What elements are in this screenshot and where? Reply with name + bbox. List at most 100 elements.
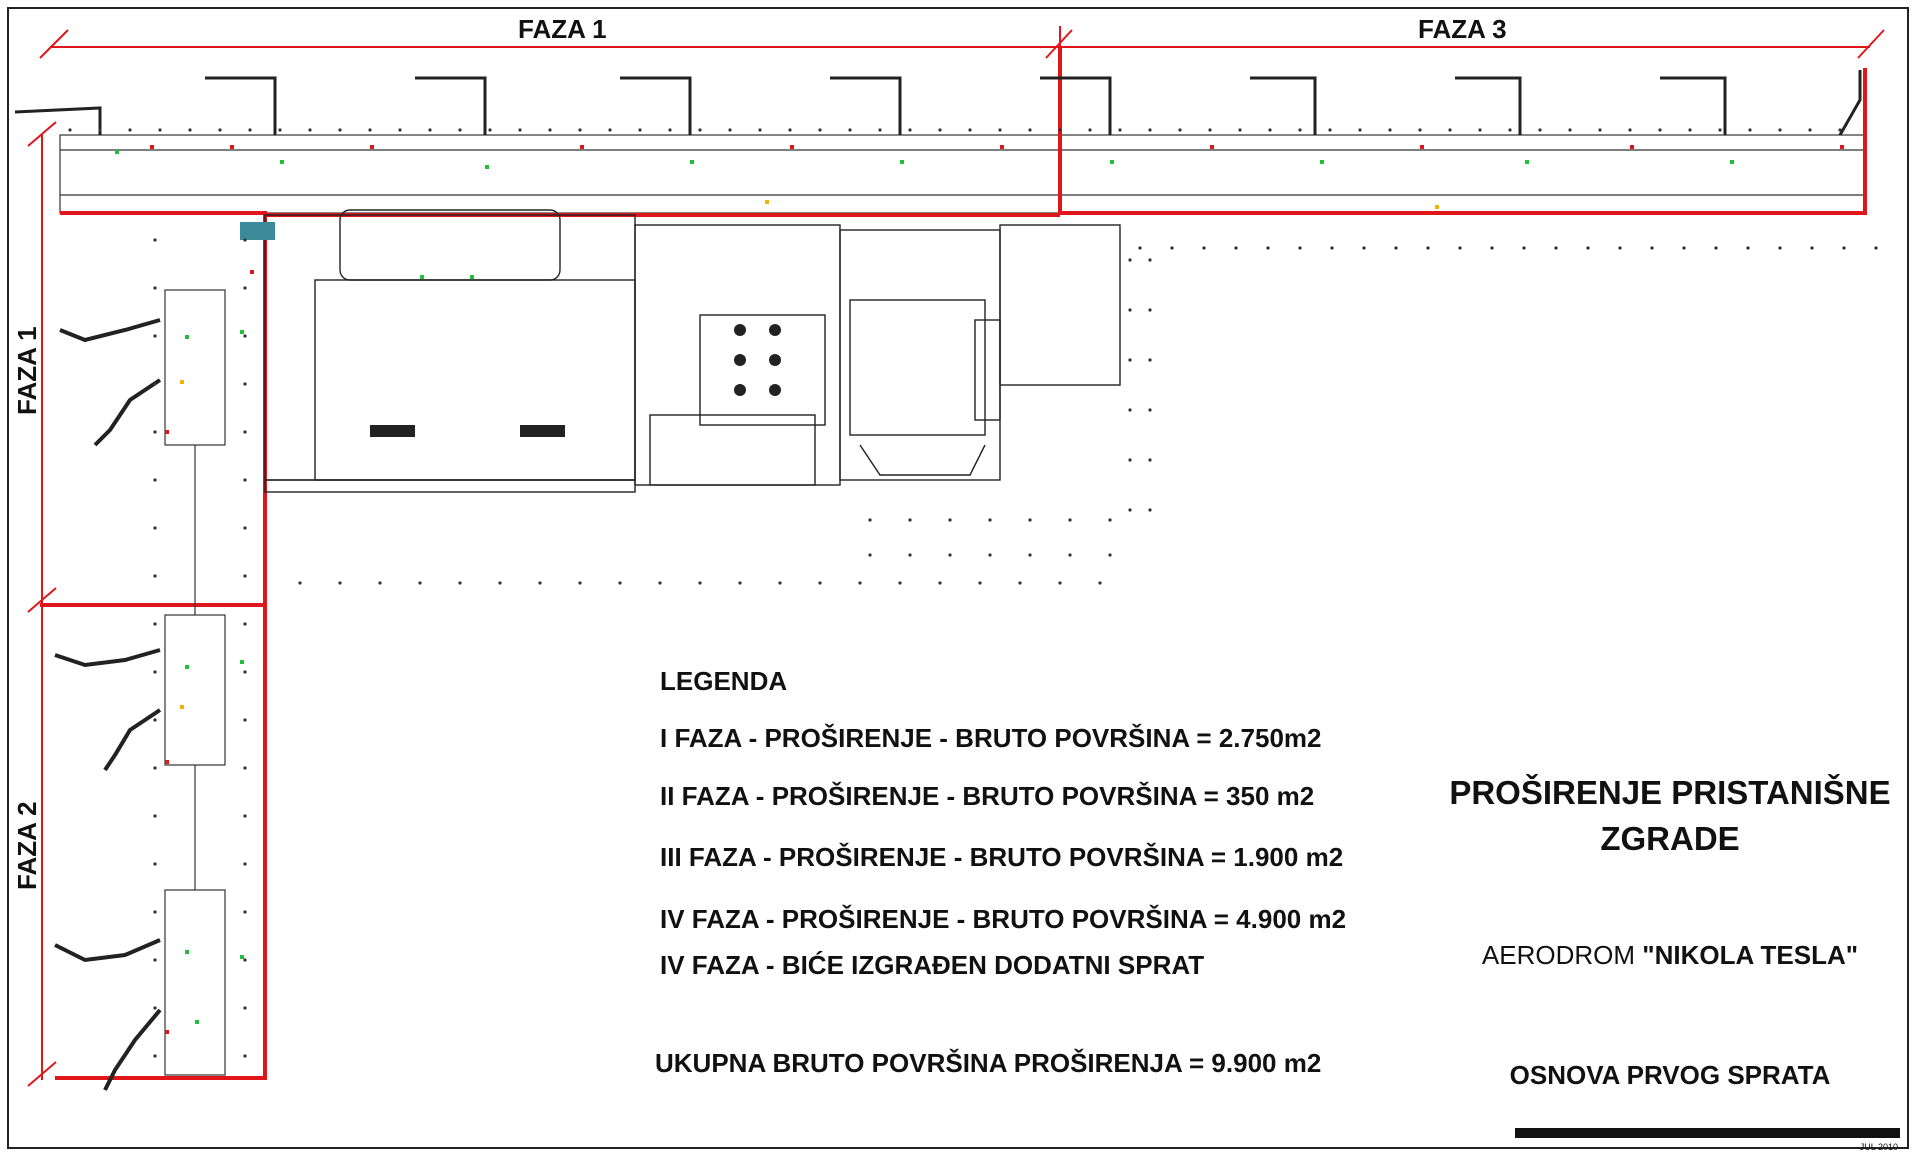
grid-dot xyxy=(153,622,157,626)
phase-label-top-left: FAZA 1 xyxy=(518,14,607,44)
grid-dot xyxy=(618,581,622,585)
legend-item: II FAZA - PROŠIRENJE - BRUTO POVRŠINA = … xyxy=(660,781,1315,811)
marker xyxy=(240,955,244,959)
grid-dot xyxy=(1778,128,1782,132)
grid-dot xyxy=(243,574,247,578)
grid-dot xyxy=(728,128,732,132)
grid-dot xyxy=(278,128,282,132)
drawing-title: PROŠIRENJE PRISTANIŠNE ZGRADE xyxy=(1440,770,1900,862)
grid-dot xyxy=(378,581,382,585)
grid-dot xyxy=(1202,246,1206,250)
grid-dot xyxy=(1810,246,1814,250)
marker xyxy=(1730,160,1734,164)
grid-dot xyxy=(998,128,1002,132)
grid-dot xyxy=(988,553,992,557)
column-grid xyxy=(68,128,1878,1058)
grid-dot xyxy=(638,128,642,132)
grid-dot xyxy=(398,128,402,132)
grid-dot xyxy=(1098,581,1102,585)
grid-dot xyxy=(1128,358,1132,362)
sheet-title: OSNOVA PRVOG SPRATA xyxy=(1509,1060,1831,1090)
marker xyxy=(165,760,169,764)
grid-dot xyxy=(1598,128,1602,132)
grid-dot xyxy=(1682,246,1686,250)
grid-dot xyxy=(1568,128,1572,132)
grid-dot xyxy=(418,581,422,585)
grid-dot xyxy=(1058,581,1062,585)
scale-bar xyxy=(1515,1128,1900,1138)
marker xyxy=(230,145,234,149)
grid-dot xyxy=(498,581,502,585)
grid-dot xyxy=(1418,128,1422,132)
grid-dot xyxy=(153,574,157,578)
grid-dot xyxy=(1128,408,1132,412)
grid-dot xyxy=(1266,246,1270,250)
grid-dot xyxy=(908,128,912,132)
grid-dot xyxy=(1650,246,1654,250)
marker xyxy=(240,330,244,334)
grid-dot xyxy=(243,958,247,962)
marker xyxy=(280,160,284,164)
grid-dot xyxy=(248,128,252,132)
grid-dot xyxy=(153,478,157,482)
grid-dot xyxy=(908,553,912,557)
grid-dot xyxy=(153,814,157,818)
grid-dot xyxy=(538,581,542,585)
grid-dot xyxy=(518,128,522,132)
grid-dot xyxy=(153,862,157,866)
grid-dot xyxy=(1148,458,1152,462)
grid-dot xyxy=(818,128,822,132)
grid-dot xyxy=(1028,553,1032,557)
grid-dot xyxy=(338,581,342,585)
grid-dot xyxy=(868,518,872,522)
grid-dot xyxy=(578,581,582,585)
grid-dot xyxy=(153,334,157,338)
grid-dot xyxy=(898,581,902,585)
marker xyxy=(1525,160,1529,164)
grid-dot xyxy=(298,581,302,585)
marker xyxy=(1630,145,1634,149)
grid-dot xyxy=(153,766,157,770)
grid-dot xyxy=(1148,358,1152,362)
grid-dot xyxy=(1128,508,1132,512)
grid-dot xyxy=(938,128,942,132)
grid-dot xyxy=(153,286,157,290)
legend-item: I FAZA - PROŠIRENJE - BRUTO POVRŠINA = 2… xyxy=(660,723,1322,753)
marker xyxy=(250,270,254,274)
terminal-core xyxy=(264,209,1121,493)
phase-label-side-upper: FAZA 1 xyxy=(12,326,42,415)
grid-dot xyxy=(548,128,552,132)
grid-dot xyxy=(153,1054,157,1058)
legend-item: IV FAZA - PROŠIRENJE - BRUTO POVRŠINA = … xyxy=(660,904,1347,934)
grid-dot xyxy=(738,581,742,585)
grid-dot xyxy=(1394,246,1398,250)
marker xyxy=(1840,145,1844,149)
marker xyxy=(690,160,694,164)
grid-dot xyxy=(1358,128,1362,132)
phase-label-top-right: FAZA 3 xyxy=(1418,14,1507,44)
marker xyxy=(900,160,904,164)
grid-dot xyxy=(243,814,247,818)
drawing-date: JUL 2010 xyxy=(1859,1142,1898,1152)
grid-dot xyxy=(1688,128,1692,132)
marker xyxy=(1320,160,1324,164)
grid-dot xyxy=(698,581,702,585)
marker xyxy=(185,950,189,954)
grid-dot xyxy=(1658,128,1662,132)
legend-heading: LEGENDA xyxy=(660,666,788,696)
grid-dot xyxy=(988,518,992,522)
grid-dot xyxy=(243,1054,247,1058)
grid-dot xyxy=(698,128,702,132)
grid-dot xyxy=(308,128,312,132)
grid-dot xyxy=(908,518,912,522)
grid-dot xyxy=(243,622,247,626)
grid-dot xyxy=(878,128,882,132)
grid-dot xyxy=(1522,246,1526,250)
grid-dot xyxy=(243,766,247,770)
grid-dot xyxy=(153,910,157,914)
core-details xyxy=(240,222,781,437)
grid-dot xyxy=(1508,128,1512,132)
grid-dot xyxy=(758,128,762,132)
marker xyxy=(195,1020,199,1024)
grid-dot xyxy=(1586,246,1590,250)
